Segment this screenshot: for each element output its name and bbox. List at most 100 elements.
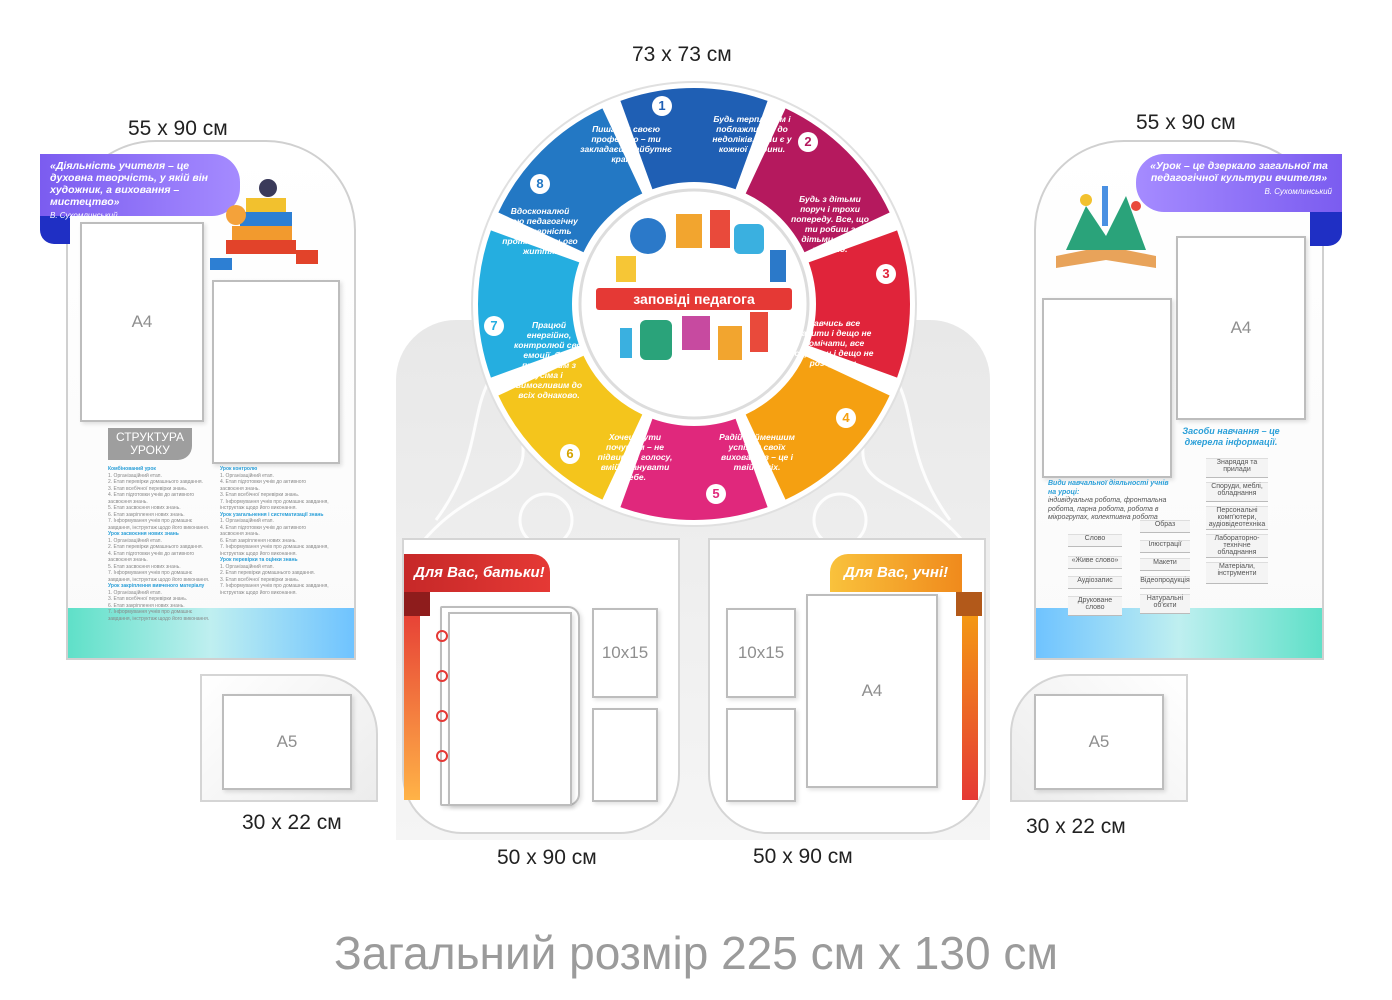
right-quote-banner: «Урок – це дзеркало загальної та педагог… (1136, 154, 1342, 212)
structure-line: 7. Інформування учнів про домашнє завдан… (108, 570, 210, 583)
commandment-text-2: Будь терплячим і поблажливим до недолікі… (712, 114, 792, 154)
commandment-text-4: Навчись все бачити і дещо не помічати, в… (794, 318, 874, 368)
left-panel-size-label: 55 x 90 см (128, 117, 228, 140)
right-small-size-label: 30 x 22 см (1026, 815, 1126, 838)
structure-line: 3. Етап всебічної перевірки знань. (108, 485, 188, 492)
structure-heading: Урок контролю (220, 466, 258, 472)
left-quote-fold (40, 214, 70, 244)
structure-line: 1. Організаційний етап. (220, 563, 274, 570)
structure-line: 4. Етап підготовки учнів до активного за… (108, 492, 195, 505)
left-a5-slot: А5 (222, 694, 352, 790)
means-box: Матеріали, інструменти (1206, 562, 1268, 584)
right-a5-slot: А5 (1034, 694, 1164, 790)
commandment-text-7: Працюй енергійно, контролюй свої емоції,… (514, 320, 584, 400)
structure-line: 2. Етап перевірки домашнього завдання. (220, 570, 315, 576)
right-quote-author: В. Сухомлинський (1264, 187, 1332, 196)
structure-line: 4. Етап підготовки учнів до активного за… (220, 524, 307, 538)
means-box: Споруди, меблі, обладнання (1206, 482, 1268, 502)
students-photo-slot-2 (726, 708, 796, 802)
commandment-number-4: 4 (836, 408, 856, 428)
structure-line: 7. Інформування учнів про домашнє завдан… (108, 518, 210, 531)
structure-line: 1. Організаційний етап. (108, 472, 162, 479)
structure-line: 2. Етап перевірки домашнього завдання. (108, 544, 203, 550)
right-a4-label: А4 (1230, 318, 1252, 337)
parents-ribbon-fold (404, 592, 430, 616)
wheel-segment-8 (498, 108, 643, 253)
structure-line: 4. Етап підготовки учнів до активного за… (108, 550, 195, 564)
commandment-number-6: 6 (560, 444, 580, 464)
means-title: Засоби навчання – це джерела інформації. (1182, 426, 1280, 447)
source-box: «Живе слово» (1068, 556, 1122, 569)
students-photo-slot-1: 10х15 (726, 608, 796, 698)
structure-line: 5. Етап засвоєння нових знань. (108, 505, 181, 511)
structure-line: 6. Етап закріплення нових знань. (108, 602, 185, 609)
activity-text: індивідуальна робота, фронтальна робота,… (1048, 497, 1167, 521)
wheel-size-label: 73 x 73 см (632, 43, 732, 66)
source-box: Аудіозапис (1068, 576, 1122, 589)
structure-line: 7. Інформування учнів про домашнє завдан… (220, 583, 329, 596)
books-illustration (210, 179, 318, 270)
means-box: Персональні комп'ютери, аудіовідеотехнік… (1206, 506, 1268, 530)
structure-line: 4. Етап підготовки учнів до активного за… (220, 479, 307, 492)
left-a4-slot-1: А4 (80, 222, 204, 422)
wheel-segment-4 (745, 355, 890, 500)
students-ribbon-fold (956, 592, 982, 616)
structure-column-2: Урок контролю 1. Організаційний етап. 4.… (220, 466, 330, 596)
parents-photo-slot-2 (592, 708, 658, 802)
structure-heading: Урок узагальнення і систематизації знань (220, 511, 324, 518)
students-ribbon: Для Вас, учні! (830, 554, 962, 592)
right-quote-fold (1310, 210, 1342, 246)
structure-line: 7. Інформування учнів про домашнє завдан… (220, 544, 329, 557)
structure-line: 7. Інформування учнів про домашнє завдан… (220, 498, 329, 512)
structure-line: 3. Етап всебічної перевірки знань. (220, 492, 300, 498)
wheel-title-bar (596, 288, 792, 310)
parents-panel-size-label: 50 x 90 см (497, 846, 597, 869)
source-box: Слово (1068, 534, 1122, 547)
commandment-text-8: Вдосконалюй свою педагогічну майстерніст… (502, 206, 578, 256)
folder-ring-binder (436, 630, 448, 780)
right-a5-label: А5 (1088, 732, 1110, 751)
structure-line: 5. Етап засвоєння нових знань. (108, 563, 181, 570)
structure-line: 2. Етап перевірки домашнього завдання. (108, 479, 203, 485)
commandments-wheel: заповіді педагога (471, 81, 917, 527)
activity-block: Види навчальної діяльності учнів на уроц… (1048, 480, 1172, 523)
means-box: Знаряддя та прилади (1206, 458, 1268, 478)
source-box: Ілюстрації (1140, 540, 1190, 553)
source-box: Відеопродукція (1140, 576, 1190, 589)
commandment-number-8: 8 (530, 174, 550, 194)
left-quote-banner: «Діяльність учителя – це духовна творчіс… (40, 154, 240, 220)
structure-title: СТРУКТУРА УРОКУ (108, 428, 192, 460)
left-a5-label: А5 (276, 732, 298, 751)
parents-ribbon: Для Вас, батьки! (404, 554, 550, 592)
right-quote-text: «Урок – це дзеркало загальної та педагог… (1150, 160, 1328, 184)
structure-heading: Урок перевірки та оцінки знань (220, 557, 298, 563)
left-small-size-label: 30 x 22 см (242, 811, 342, 834)
structure-column-1: Комбінований урок 1. Організаційний етап… (108, 466, 212, 622)
source-box: Натуральні об'єкти (1140, 594, 1190, 614)
wheel-segment-7 (478, 230, 580, 378)
right-a4-slot-2 (1042, 298, 1172, 478)
structure-line: 3. Етап всебічної перевірки знань. (108, 596, 188, 602)
commandment-text-5: Радій найменшим успіхам своїх вихованців… (719, 432, 795, 472)
activity-title: Види навчальної діяльності учнів на уроц… (1048, 480, 1169, 496)
students-a4-slot: А4 (806, 594, 938, 788)
left-quote-text: «Діяльність учителя – це духовна творчіс… (50, 160, 209, 208)
parents-photo-label: 10х15 (601, 643, 649, 662)
structure-line: 7. Інформування учнів про домашнє завдан… (108, 609, 210, 622)
right-a4-slot-1: А4 (1176, 236, 1306, 420)
document-folder-page (448, 612, 572, 806)
stationery-illustration (616, 210, 786, 360)
wheel-segment-2 (745, 108, 890, 253)
structure-line: 1. Організаційний етап. (108, 589, 162, 596)
left-a4-slot-2 (212, 280, 340, 464)
structure-line: 1. Організаційний етап. (220, 472, 274, 479)
source-box: Друковане слово (1068, 596, 1122, 616)
structure-heading: Комбінований урок (108, 466, 156, 472)
wheel-segment-6 (498, 355, 643, 500)
overall-size-caption: Загальний розмір 225 см х 130 см (334, 927, 1058, 979)
source-box: Макети (1140, 558, 1190, 571)
structure-heading: Урок закріплення вивченого матеріалу (108, 583, 205, 589)
students-panel-size-label: 50 x 90 см (753, 845, 853, 868)
structure-line: 6. Етап закріплення нових знань. (108, 511, 185, 518)
wheel-segment-5 (620, 418, 768, 520)
